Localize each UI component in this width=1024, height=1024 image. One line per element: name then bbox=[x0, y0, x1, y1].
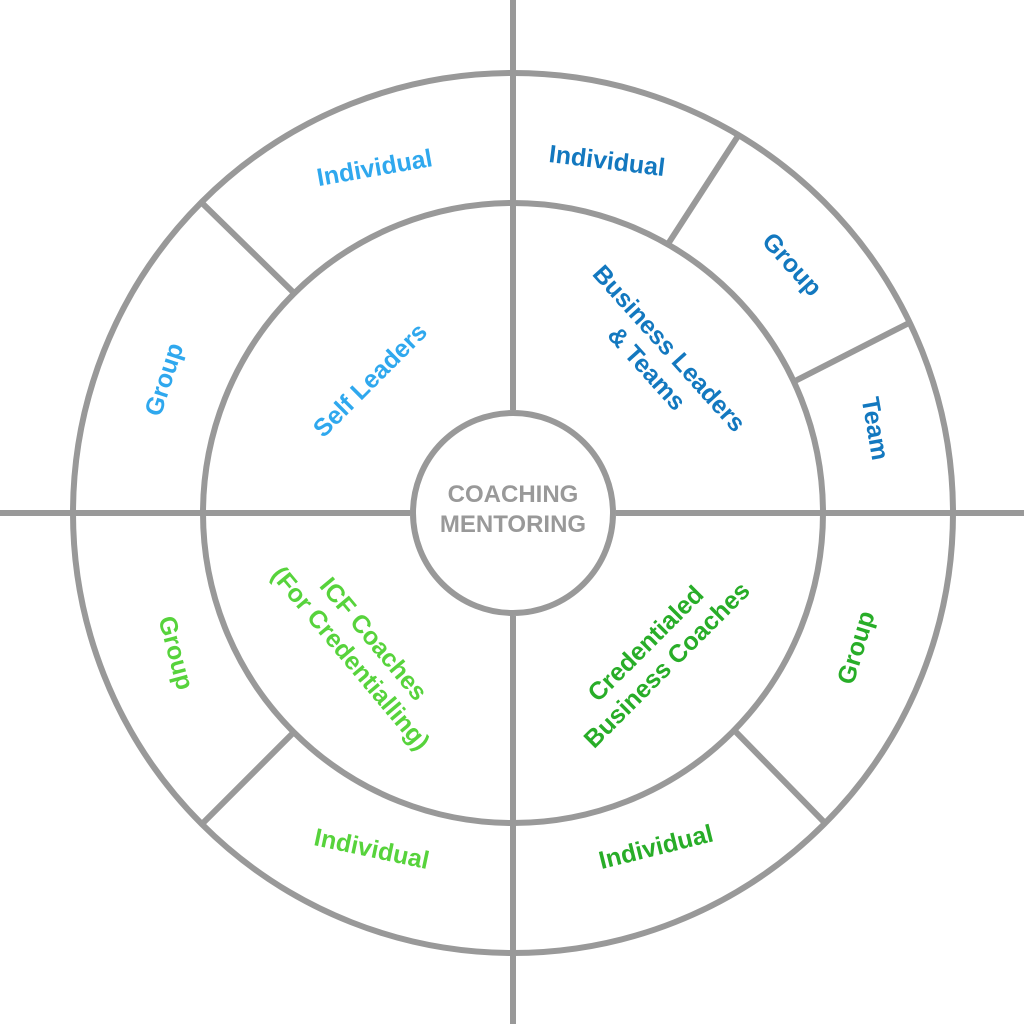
divider-tl bbox=[198, 199, 297, 296]
br-individual-label: Individual bbox=[596, 820, 716, 875]
divider-br bbox=[731, 727, 827, 825]
divider-tr-2 bbox=[793, 320, 911, 384]
center-title-line1: COACHING bbox=[448, 481, 579, 508]
center-title-line2: MENTORING bbox=[440, 511, 586, 538]
tr-group-label: Group bbox=[756, 227, 827, 301]
tr-individual-label: Individual bbox=[547, 140, 666, 182]
tl-self-leaders-label: Self Leaders bbox=[308, 318, 433, 443]
center-circle bbox=[410, 410, 616, 616]
br-group-label: Group bbox=[832, 608, 881, 688]
divider-tr-1 bbox=[665, 134, 741, 246]
bl-icf-coaches-label: ICF Coaches (For Credentialling) bbox=[266, 561, 436, 756]
tr-team-label: Team bbox=[856, 395, 895, 462]
bl-individual-label: Individual bbox=[312, 823, 432, 875]
tr-business-leaders-label: Business Leaders & Teams bbox=[587, 260, 751, 438]
br-credentialed-label: Credentialed Business Coaches bbox=[579, 577, 756, 754]
middle-ring bbox=[200, 200, 826, 826]
divider-bl bbox=[200, 729, 297, 826]
tl-group-label: Group bbox=[139, 340, 189, 420]
outer-ring bbox=[70, 70, 956, 956]
tl-individual-label: Individual bbox=[315, 144, 435, 192]
bl-group-label: Group bbox=[152, 613, 198, 693]
